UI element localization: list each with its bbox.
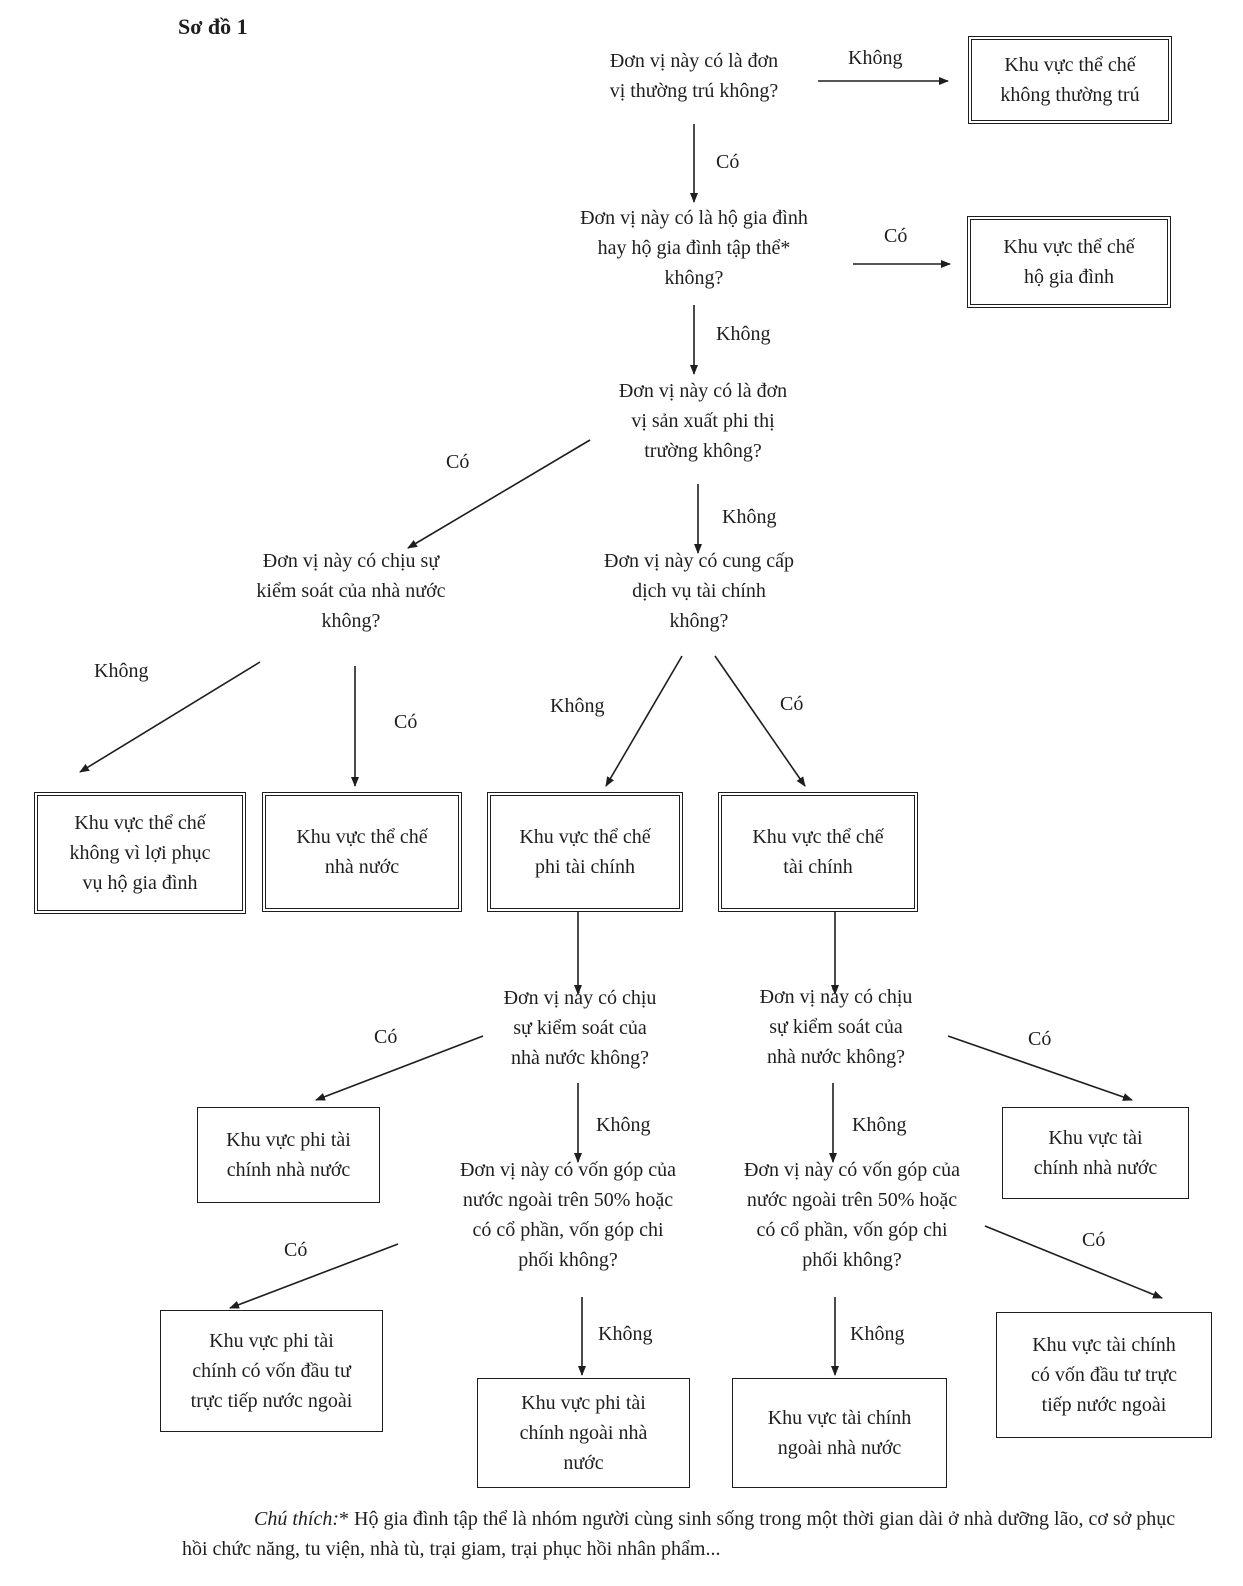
- footnote: Chú thích:* Hộ gia đình tập thể là nhóm …: [182, 1504, 1182, 1564]
- label-q5-no: Không: [550, 695, 605, 717]
- question-financial-service: Đơn vị này có cung cấp dịch vụ tài chính…: [604, 550, 794, 632]
- arrow-q7-to-b8: [947, 1035, 1133, 1101]
- label-q7-no: Không: [852, 1114, 907, 1136]
- diagram-title: Sơ đồ 1: [178, 14, 248, 39]
- label-q2-no: Không: [716, 323, 771, 345]
- label-q9-no: Không: [850, 1323, 905, 1345]
- label-q8-no: Không: [598, 1323, 653, 1345]
- label-q2-yes: Có: [884, 225, 908, 247]
- label-q6-yes: Có: [374, 1026, 398, 1048]
- box-public-non-financial: Khu vực phi tài chính nhà nước: [197, 1107, 380, 1203]
- box-household: Khu vực thể chế hộ gia đình: [967, 216, 1171, 308]
- box-npish: Khu vực thể chế không vì lợi phục vụ hộ …: [34, 792, 246, 914]
- box-non-financial: Khu vực thể chế phi tài chính: [487, 792, 683, 912]
- label-q5-yes: Có: [780, 693, 804, 715]
- question-resident: Đơn vị này có là đơn vị thường trú không…: [609, 50, 779, 102]
- arrow-q5-to-b5: [605, 655, 683, 787]
- question-household: Đơn vị này có là hộ gia đình hay hộ gia …: [580, 207, 808, 289]
- label-q7-yes: Có: [1028, 1028, 1052, 1050]
- arrow-q5-to-b6: [714, 655, 806, 787]
- box-government: Khu vực thể chế nhà nước: [262, 792, 462, 912]
- footnote-lead: Chú thích:: [254, 1508, 339, 1530]
- label-q4-yes: Có: [394, 711, 418, 733]
- label-q3-no: Không: [722, 506, 777, 528]
- box-non-resident: Khu vực thể chế không thường trú: [968, 36, 1172, 124]
- question-foreign-capital-1: Đơn vị này có vốn góp của nước ngoài trê…: [459, 1159, 677, 1271]
- arrow-q4-to-b3: [79, 661, 261, 773]
- question-non-market: Đơn vị này có là đơn vị sản xuất phi thị…: [618, 380, 788, 462]
- arrow-q3-to-q4: [407, 439, 591, 549]
- label-q9-yes: Có: [1082, 1229, 1106, 1251]
- footnote-text: * Hộ gia đình tập thể là nhóm người cùng…: [182, 1508, 1176, 1560]
- question-state-control-2: Đơn vị này có chịu sự kiểm soát của nhà …: [503, 987, 657, 1069]
- box-private-non-financial: Khu vực phi tài chính ngoài nhà nước: [477, 1378, 690, 1488]
- arrow-q9-to-b12: [984, 1225, 1163, 1299]
- label-q4-no: Không: [94, 660, 149, 682]
- label-q8-yes: Có: [284, 1239, 308, 1261]
- box-fdi-financial: Khu vực tài chính có vốn đầu tư trực tiế…: [996, 1312, 1212, 1438]
- box-financial: Khu vực thể chế tài chính: [718, 792, 918, 912]
- question-foreign-capital-2: Đơn vị này có vốn góp của nước ngoài trê…: [743, 1159, 961, 1271]
- label-q1-no: Không: [848, 47, 903, 69]
- label-q1-yes: Có: [716, 151, 740, 173]
- box-fdi-non-financial: Khu vực phi tài chính có vốn đầu tư trực…: [160, 1310, 383, 1432]
- arrow-q6-to-b7: [315, 1035, 484, 1101]
- label-q3-yes: Có: [446, 451, 470, 473]
- label-q6-no: Không: [596, 1114, 651, 1136]
- question-state-control-1: Đơn vị này có chịu sự kiểm soát của nhà …: [256, 550, 446, 632]
- arrow-q8-to-b9: [229, 1243, 399, 1309]
- question-state-control-3: Đơn vị này có chịu sự kiểm soát của nhà …: [759, 986, 913, 1068]
- box-public-financial: Khu vực tài chính nhà nước: [1002, 1107, 1189, 1199]
- box-private-financial: Khu vực tài chính ngoài nhà nước: [732, 1378, 947, 1488]
